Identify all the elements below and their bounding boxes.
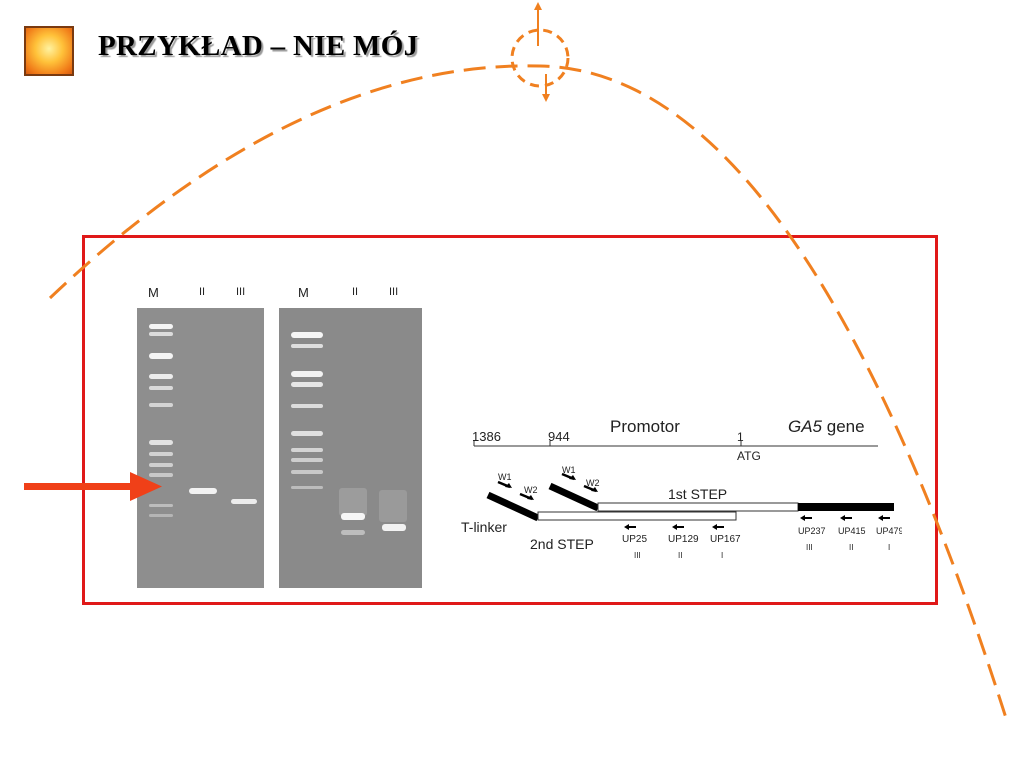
rotation-handle-icon[interactable] [510,28,570,88]
primer-up167: UP167 I [710,524,741,560]
svg-text:II: II [849,543,853,552]
gel1-lane-ii: II [199,286,206,298]
w2-label-a: W2 [524,485,538,495]
figure-frame [82,235,938,605]
w1-label-b: W1 [562,465,576,475]
svg-text:UP479: UP479 [876,526,902,536]
linker-segment-2 [548,482,600,512]
t-linker-segment [486,491,540,522]
svg-text:III: III [634,551,641,560]
gene-block [798,503,894,511]
position-1386: 1386 [472,429,501,444]
pointer-arrow-icon [24,472,162,501]
gel-image-2 [279,308,422,588]
svg-text:I: I [888,543,890,552]
w2-label-b: W2 [586,478,600,488]
title-bullet-icon [24,26,74,76]
primer-up25: UP25 III [622,524,647,560]
svg-text:UP237: UP237 [798,526,826,536]
primer-up237: UP237 III [798,515,826,552]
gel1-lane-m: M [148,285,159,300]
svg-text:UP415: UP415 [838,526,866,536]
primer-up129: UP129 II [668,524,699,560]
position-944: 944 [548,429,570,444]
gel1-lane-iii: III [236,286,246,298]
svg-text:II: II [678,551,682,560]
second-step-bar [537,511,737,521]
gene-label: GA5 gene [788,417,865,436]
svg-text:UP25: UP25 [622,534,647,545]
gel-image-1 [137,308,264,588]
promotor-label: Promotor [610,417,680,436]
t-linker-label: T-linker [461,519,507,535]
svg-text:I: I [721,551,723,560]
slide-title: PRZYKŁAD – NIE MÓJ [98,30,419,62]
atg-label: ATG [737,449,761,463]
gel2-lane-m: M [298,285,309,300]
w1-label-a: W1 [498,472,512,482]
svg-text:UP129: UP129 [668,534,699,545]
svg-text:III: III [806,543,813,552]
second-step-label: 2nd STEP [530,536,594,552]
gel2-lane-ii: II [352,286,359,298]
first-step-label: 1st STEP [668,486,727,502]
gel2-lane-iii: III [389,286,399,298]
primer-up415: UP415 II [838,515,866,552]
svg-text:UP167: UP167 [710,534,741,545]
promoter-diagram: 1386 944 Promotor 1 ATG GA5 gene W1 W2 W… [461,417,902,560]
primer-up479: UP479 I [876,515,902,552]
position-1: 1 [737,430,744,444]
